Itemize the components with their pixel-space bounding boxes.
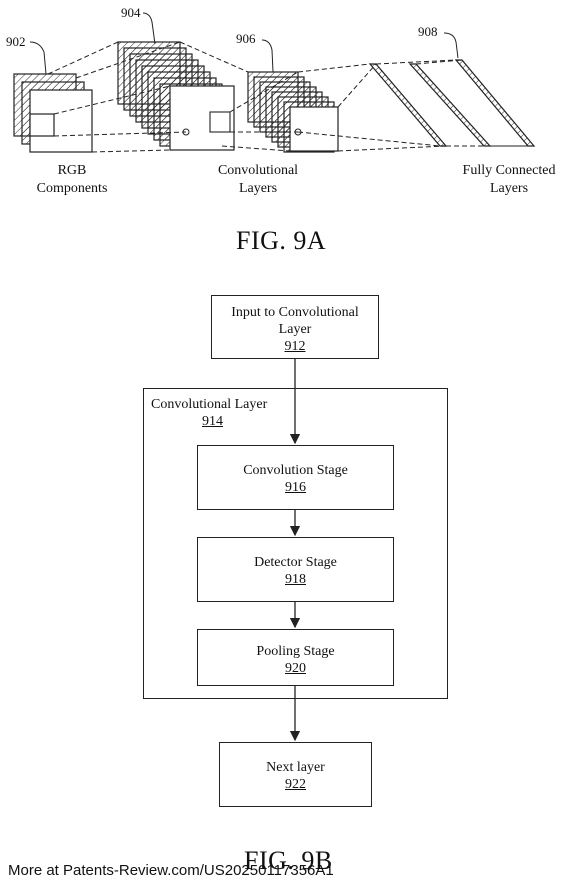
source-footer: More at Patents-Review.com/US20250117356… — [8, 862, 334, 879]
convolutional-feature-maps-stack — [117, 41, 235, 151]
rgb-label-line2: Components — [36, 181, 108, 196]
detector-stage-label: Detector Stage — [254, 555, 337, 570]
detector-stage-box: Detector Stage 918 — [197, 537, 394, 602]
ref-906-leader — [261, 39, 274, 73]
ref-908-leader — [443, 32, 459, 59]
fig-9a-caption: FIG. 9A — [236, 226, 327, 255]
convolution-stage-box: Convolution Stage 916 — [197, 445, 394, 510]
ref-904: 904 — [121, 5, 141, 20]
connection-lines — [47, 41, 534, 153]
fig-9a-diagram — [13, 12, 536, 153]
conv-label-line2: Layers — [238, 181, 278, 196]
conv-label-line1: Convolutional — [217, 163, 299, 178]
fc-label-line2: Layers — [489, 181, 529, 196]
rgb-components-label: RGB Components — [22, 162, 122, 198]
ref-914: 914 — [202, 414, 223, 429]
ref-906: 906 — [236, 31, 256, 46]
input-line2: Layer — [278, 322, 312, 337]
convolutional-layers-stack — [209, 71, 339, 153]
pooling-stage-label: Pooling Stage — [256, 644, 335, 659]
ref-916: 916 — [285, 480, 306, 495]
fully-connected-layers — [368, 59, 536, 147]
rgb-components-stack — [13, 73, 93, 153]
pooling-stage-box: Pooling Stage 920 — [197, 629, 394, 686]
convolution-stage-label: Convolution Stage — [243, 463, 348, 478]
ref-904-leader — [142, 12, 156, 45]
ref-912: 912 — [284, 339, 306, 354]
input-line1: Input to Convolutional — [231, 305, 359, 320]
ref-902: 902 — [6, 34, 26, 49]
convolutional-layer-label: Convolutional Layer — [151, 397, 268, 412]
input-to-convolutional-layer-box: Input to Convolutional Layer 912 — [211, 295, 379, 359]
fig-9b-caption: FIG. 9B — [244, 846, 333, 875]
rgb-label-line1: RGB — [57, 163, 87, 178]
ref-902-leader — [29, 41, 47, 75]
ref-922: 922 — [285, 777, 306, 792]
ref-918: 918 — [285, 572, 306, 587]
convolutional-layer-container — [143, 388, 448, 699]
ref-908: 908 — [418, 24, 438, 39]
next-layer-label: Next layer — [266, 760, 325, 775]
convolutional-layers-label: Convolutional Layers — [198, 162, 318, 198]
fully-connected-layers-label: Fully Connected Layers — [448, 162, 569, 198]
ref-920: 920 — [285, 661, 306, 676]
next-layer-box: Next layer 922 — [219, 742, 372, 807]
fc-label-line1: Fully Connected — [462, 163, 556, 178]
